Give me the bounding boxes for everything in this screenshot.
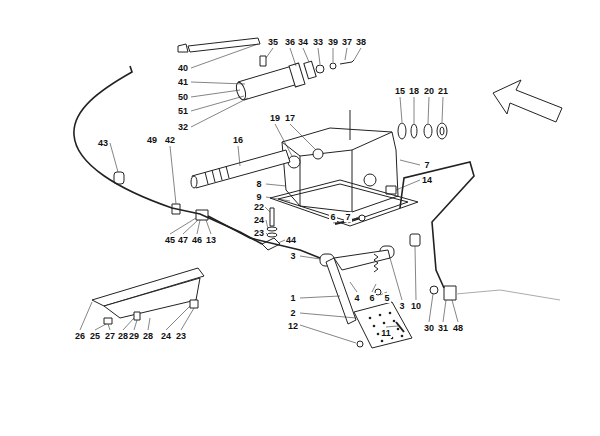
callout-number: 6 [368, 293, 375, 303]
callout-number: 18 [408, 86, 420, 96]
direction-arrow [493, 80, 562, 122]
clutch-shaft [192, 150, 290, 188]
clutch-housing [282, 128, 398, 212]
callout-number: 42 [164, 135, 176, 145]
callout-number: 45 [164, 235, 176, 245]
callout-number: 43 [97, 138, 109, 148]
callout-number: 10 [410, 301, 422, 311]
callout-number: 17 [284, 113, 296, 123]
callout-number: 39 [327, 37, 339, 47]
callout-number: 25 [89, 331, 101, 341]
slave-cylinder [238, 66, 298, 100]
callout-number: 3 [289, 251, 296, 261]
callout-number: 8 [255, 179, 262, 189]
callout-number: 44 [285, 235, 297, 245]
callout-number: 16 [232, 135, 244, 145]
callout-number: 12 [287, 321, 299, 331]
callout-number: 32 [177, 122, 189, 132]
callout-number: 38 [355, 37, 367, 47]
spring [374, 254, 378, 272]
callout-number: 23 [253, 228, 265, 238]
callout-number: 34 [297, 37, 309, 47]
callout-number: 24 [160, 331, 172, 341]
callout-number: 22 [253, 202, 265, 212]
callout-number: 29 [128, 331, 140, 341]
callout-number: 11 [380, 328, 392, 338]
callout-number: 26 [74, 331, 86, 341]
callout-number: 48 [452, 323, 464, 333]
callout-number: 41 [177, 77, 189, 87]
callout-number: 37 [341, 37, 353, 47]
callout-number: 23 [175, 331, 187, 341]
callout-number: 21 [437, 86, 449, 96]
callout-number: 15 [394, 86, 406, 96]
callout-number: 5 [383, 293, 390, 303]
callout-number: 7 [344, 212, 351, 222]
hose-end [178, 44, 188, 52]
leader-lines [80, 44, 458, 343]
callout-number: 9 [255, 192, 262, 202]
callout-number: 27 [104, 331, 116, 341]
callout-number: 7 [423, 160, 430, 170]
callout-number: 28 [142, 331, 154, 341]
callout-number: 30 [423, 323, 435, 333]
callout-number: 49 [146, 135, 158, 145]
callout-number: 35 [267, 37, 279, 47]
callout-number: 19 [269, 113, 281, 123]
callout-number: 33 [312, 37, 324, 47]
hose [188, 38, 260, 52]
callout-number: 31 [437, 323, 449, 333]
pipes [74, 66, 474, 288]
callout-number: 51 [177, 106, 189, 116]
callout-number: 13 [205, 235, 217, 245]
callout-number: 50 [177, 92, 189, 102]
callout-number: 24 [253, 215, 265, 225]
callout-number: 3 [398, 301, 405, 311]
callout-number: 14 [421, 175, 433, 185]
callout-number: 20 [423, 86, 435, 96]
callout-number: 46 [191, 235, 203, 245]
ghost-pipe [456, 290, 560, 300]
pedal-pad [354, 302, 412, 348]
callout-number: 47 [177, 235, 189, 245]
callout-number: 40 [177, 63, 189, 73]
callout-number: 6 [329, 212, 336, 222]
parts [92, 38, 562, 348]
gasket [270, 180, 418, 226]
callout-number: 2 [289, 308, 296, 318]
callout-number: 36 [284, 37, 296, 47]
callout-number: 1 [289, 293, 296, 303]
callout-number: 4 [353, 293, 360, 303]
